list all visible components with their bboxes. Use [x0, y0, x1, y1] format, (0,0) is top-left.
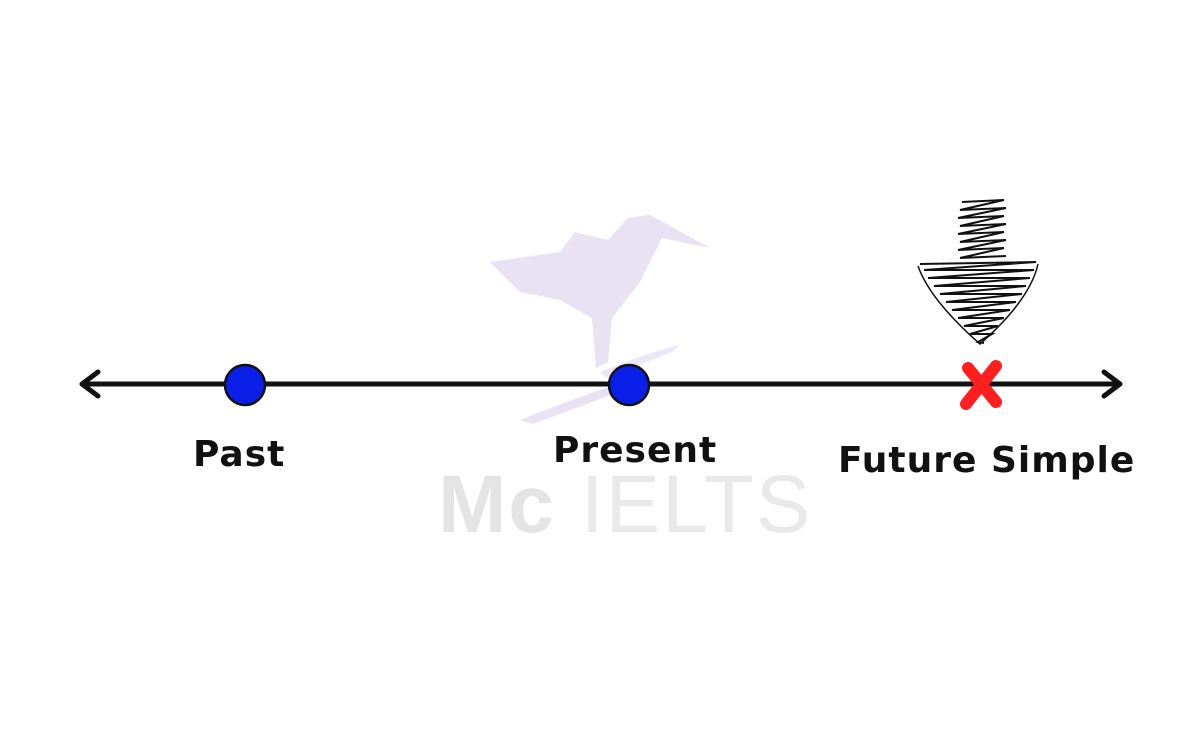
future-simple-label: Future Simple — [838, 440, 1136, 481]
left-arrow-icon — [79, 369, 101, 399]
past-point-marker — [223, 363, 267, 407]
hummingbird-logo — [490, 215, 710, 424]
watermark-brand-light: IELTS — [580, 459, 813, 550]
future-cross-marker — [960, 360, 1002, 410]
present-label: Present — [553, 430, 718, 471]
right-arrow-icon — [1101, 369, 1123, 399]
past-label: Past — [193, 434, 286, 475]
watermark-brand-bold: Mc — [438, 459, 556, 550]
scribbled-down-arrow-icon — [917, 199, 1039, 345]
present-point-marker — [607, 363, 651, 407]
watermark-brand: Mc IELTS — [438, 458, 813, 552]
